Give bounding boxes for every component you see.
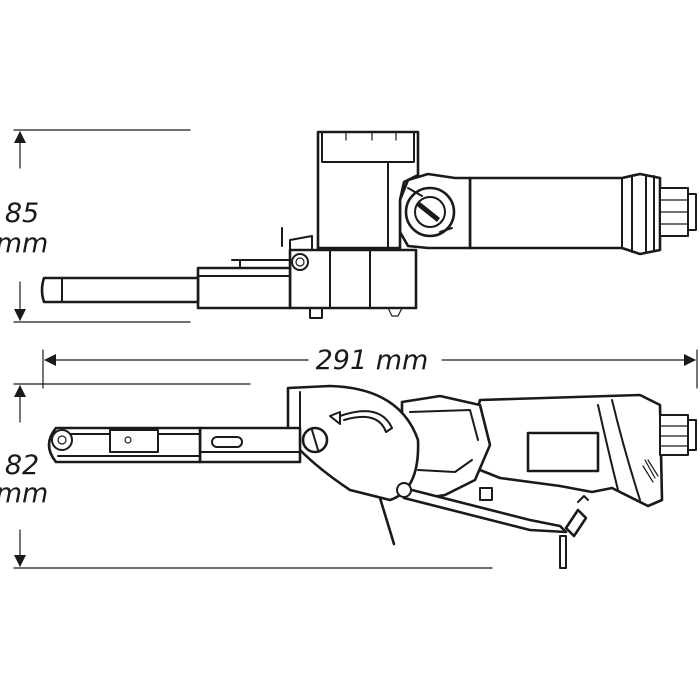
dimension-unit-mm: mm: [0, 228, 48, 259]
top-view-tool: [40, 130, 697, 319]
dimension-unit-mm: mm: [0, 478, 48, 509]
side-view-tool: [47, 384, 697, 569]
side-height-dimension: 82 mm: [0, 383, 493, 569]
dimension-length: 291 mm: [316, 345, 429, 376]
dimension-value-85: 85: [5, 198, 39, 229]
top-height-dimension: 85 mm: [0, 129, 191, 323]
length-dimension: 291 mm: [42, 345, 698, 389]
dimension-value-82: 82: [5, 450, 39, 481]
